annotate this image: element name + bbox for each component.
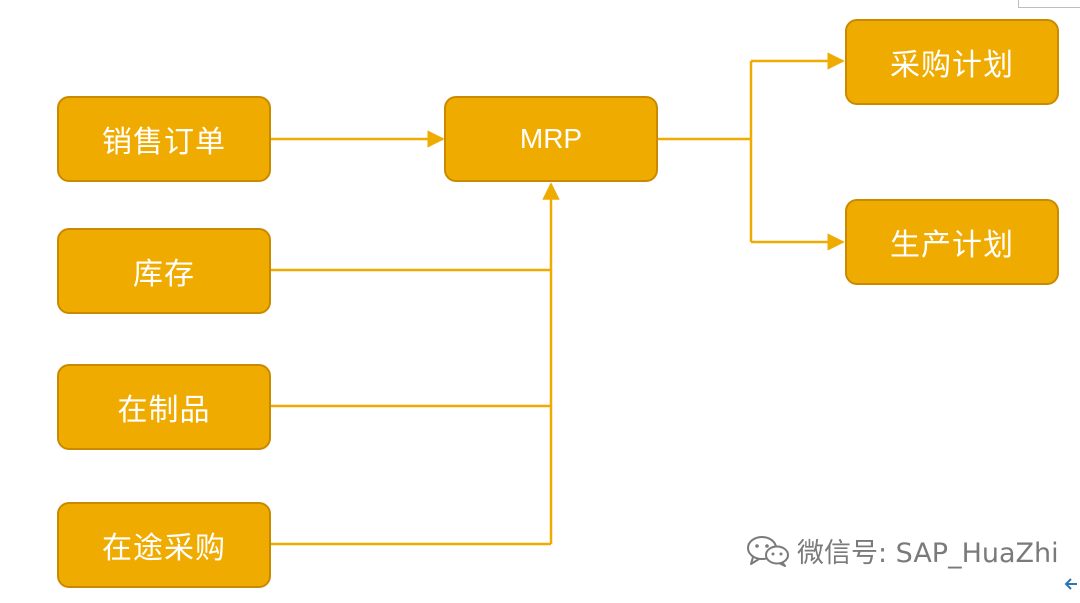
wechat-icon [745,535,791,567]
watermark: 微信号: SAP_HuaZhi [745,531,1059,570]
corner-frame [1018,0,1080,8]
node-purchase-plan: 采购计划 [845,19,1059,105]
node-sales-order: 销售订单 [57,96,271,182]
watermark-text: 微信号: SAP_HuaZhi [797,538,1059,569]
corner-arrow-icon [1064,578,1077,590]
node-in-transit-purchase: 在途采购 [57,502,271,588]
node-mrp: MRP [444,96,658,182]
node-wip: 在制品 [57,364,271,450]
node-production-plan: 生产计划 [845,199,1059,285]
node-inventory: 库存 [57,228,271,314]
